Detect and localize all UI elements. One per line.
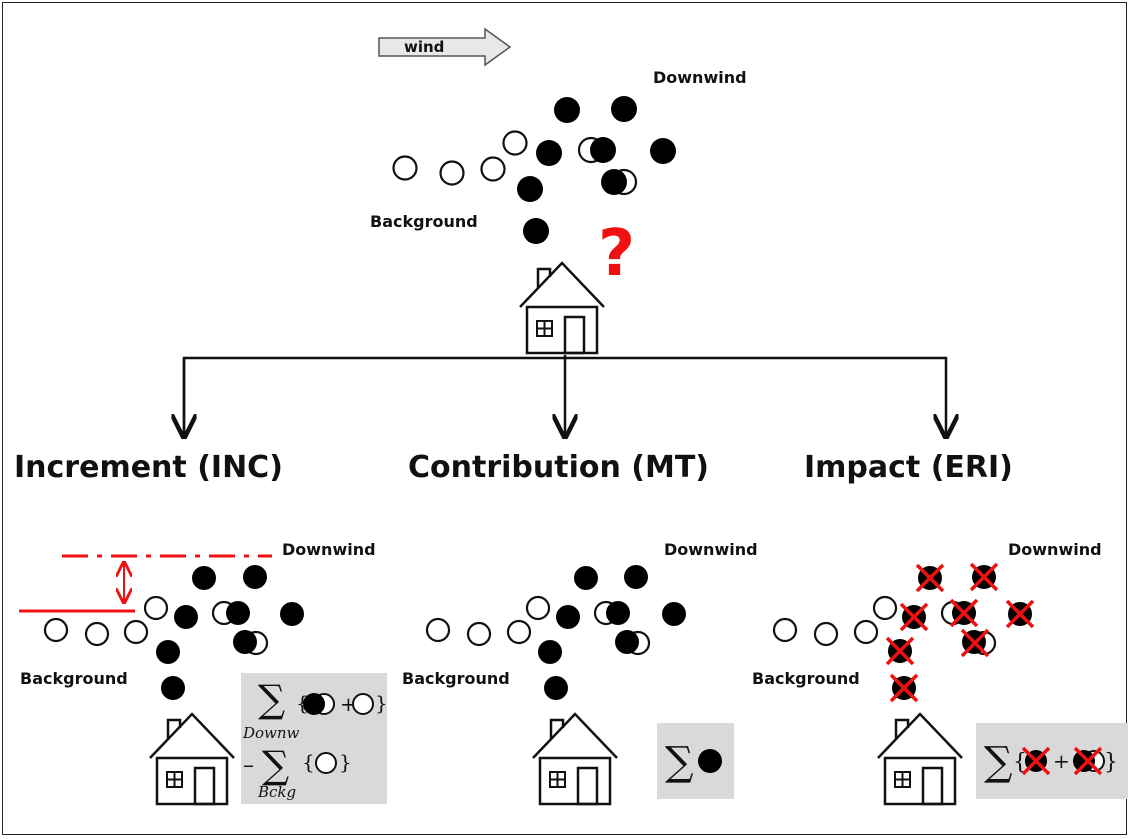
title-contribution: Contribution (MT)	[408, 450, 709, 485]
impact-panel: Downwind Background ∑ { + }	[752, 540, 1128, 806]
question-mark: ?	[598, 217, 635, 291]
house-icon	[518, 261, 606, 355]
increment-panel: Downwind Background ∑ Downw { + } – ∑ Bc…	[19, 540, 388, 806]
contribution-downwind-label: Downwind	[664, 540, 758, 559]
top-particle-cluster	[392, 96, 676, 244]
svg-text:∑: ∑	[258, 677, 285, 721]
impact-background-label: Background	[752, 669, 860, 688]
svg-text:}: }	[1104, 750, 1118, 775]
title-impact: Impact (ERI)	[804, 450, 1013, 485]
formula-sub-downwind: Downw	[242, 724, 300, 742]
svg-text:{: {	[302, 750, 315, 774]
contribution-background-label: Background	[402, 669, 510, 688]
contribution-panel: Downwind Background ∑	[402, 540, 758, 806]
downwind-label: Downwind	[653, 68, 747, 87]
svg-text:–: –	[243, 753, 254, 778]
formula-sub-background: Bckg	[257, 783, 296, 801]
branch-connector	[184, 355, 946, 434]
impact-downwind-label: Downwind	[1008, 540, 1102, 559]
svg-text:}: }	[375, 691, 388, 715]
increment-background-label: Background	[20, 669, 128, 688]
svg-text:+: +	[1053, 749, 1070, 773]
wind-arrow: wind	[378, 27, 512, 67]
svg-text:∑: ∑	[984, 739, 1013, 785]
title-increment: Increment (INC)	[14, 450, 283, 485]
wind-label: wind	[404, 38, 444, 56]
svg-text:+: +	[340, 692, 357, 716]
svg-text:∑: ∑	[262, 743, 289, 787]
svg-text:∑: ∑	[665, 739, 694, 785]
svg-text:}: }	[339, 750, 352, 774]
increment-downwind-label: Downwind	[282, 540, 376, 559]
svg-text:{: {	[1013, 750, 1027, 775]
background-label: Background	[370, 212, 478, 231]
